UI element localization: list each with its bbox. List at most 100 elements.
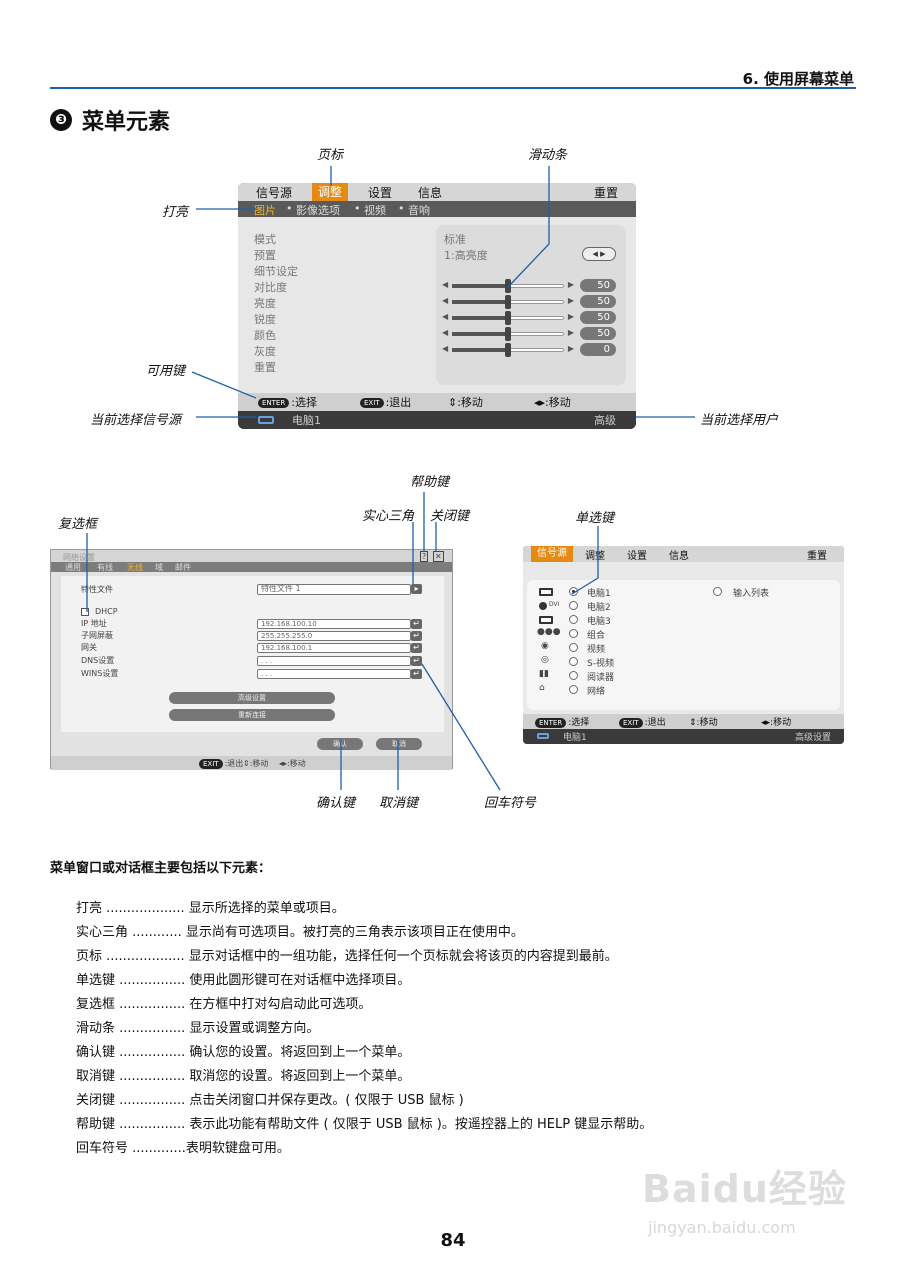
gateway-input[interactable]: 192.168.100.1 (257, 643, 411, 653)
slider-right-arrow-icon[interactable]: ▶ (567, 296, 574, 305)
radio-computer1[interactable] (569, 587, 578, 596)
return-icon[interactable]: ↵ (411, 643, 422, 653)
source-computer1[interactable]: 电脑1 (587, 589, 611, 599)
slider-0[interactable]: ◀▶ (442, 279, 574, 293)
slider-left-arrow-icon[interactable]: ◀ (442, 328, 449, 337)
solid-triangle-icon[interactable]: ▸ (411, 584, 422, 594)
ok-button[interactable]: 确认 (317, 738, 363, 750)
item-preset[interactable]: 预置 (254, 249, 276, 262)
subtab-general[interactable]: 通用 (65, 563, 81, 572)
profile-select[interactable]: 特性文件 1 (257, 584, 411, 595)
item-color[interactable]: 颜色 (254, 329, 276, 342)
slider-knob[interactable] (505, 311, 511, 325)
slider-knob[interactable] (505, 343, 511, 357)
slider-knob[interactable] (505, 327, 511, 341)
slider-left-arrow-icon[interactable]: ◀ (442, 312, 449, 321)
radio-component[interactable] (569, 629, 578, 638)
subtab-mail[interactable]: 邮件 (175, 563, 191, 572)
move-horizontal: ◂▸:移动 (761, 718, 792, 728)
tab-adjust[interactable]: 调整 (585, 551, 605, 562)
source-component[interactable]: 组合 (587, 631, 606, 641)
return-icon[interactable]: ↵ (411, 669, 422, 679)
slider-left-arrow-icon[interactable]: ◀ (442, 344, 449, 353)
item-gray[interactable]: 灰度 (254, 345, 276, 358)
source-video[interactable]: 视频 (587, 645, 606, 655)
radio-video[interactable] (569, 643, 578, 652)
close-icon[interactable]: ✕ (433, 551, 444, 562)
item-sharpness[interactable]: 锐度 (254, 313, 276, 326)
source-computer3[interactable]: 电脑3 (587, 617, 611, 627)
source-computer2[interactable]: 电脑2 (587, 603, 611, 613)
reconnect-button[interactable]: 重新连接 (169, 709, 335, 721)
slider-1[interactable]: ◀▶ (442, 295, 574, 309)
slider-right-arrow-icon[interactable]: ▶ (567, 280, 574, 289)
source-viewer[interactable]: 阅读器 (587, 673, 615, 683)
tab-setup[interactable]: 设置 (368, 186, 393, 200)
subtab-image-options[interactable]: 影像选项 (296, 204, 340, 217)
dhcp-checkbox[interactable] (81, 608, 89, 616)
item-detail[interactable]: 细节设定 (254, 265, 298, 278)
subnet-input[interactable]: 255.255.255.0 (257, 631, 411, 641)
slider-knob[interactable] (505, 295, 511, 309)
item-mode[interactable]: 模式 (254, 233, 276, 246)
subtab-picture[interactable]: 图片 (254, 204, 276, 217)
slider-right-arrow-icon[interactable]: ▶ (567, 312, 574, 321)
help-icon[interactable]: ? (420, 551, 429, 562)
slider-value: 0 (580, 343, 616, 356)
reset-tab[interactable]: 重置 (807, 551, 827, 562)
desc-row: 确认键 ................ 确认您的设置。将返回到上一个菜单。 (76, 1045, 411, 1060)
subtab-wired[interactable]: 有线 (97, 563, 113, 572)
desc-row: 回车符号 .............表明软键盘可用。 (76, 1141, 290, 1156)
slider-4[interactable]: ◀▶ (442, 343, 574, 357)
cancel-button[interactable]: 取消 (376, 738, 422, 750)
slider-fill (452, 348, 508, 352)
preset-lr-arrows[interactable]: ◀ ▶ (582, 247, 616, 261)
item-reset[interactable]: 重置 (254, 361, 276, 374)
reset-tab[interactable]: 重置 (594, 186, 619, 200)
item-brightness[interactable]: 亮度 (254, 297, 276, 310)
radio-viewer[interactable] (569, 671, 578, 680)
subtab-video[interactable]: 视频 (364, 204, 386, 217)
slider-value: 50 (580, 279, 616, 292)
section-title: 菜单元素 (82, 110, 171, 135)
slider-left-arrow-icon[interactable]: ◀ (442, 296, 449, 305)
tab-setup[interactable]: 设置 (627, 551, 647, 562)
tab-source[interactable]: 信号源 (256, 186, 293, 200)
radio-computer3[interactable] (569, 615, 578, 624)
slider-fill (452, 332, 508, 336)
radio-input-list[interactable] (713, 587, 722, 596)
return-icon[interactable]: ↵ (411, 619, 422, 629)
radio-computer2[interactable] (569, 601, 578, 610)
wins-input[interactable]: . . . (257, 669, 411, 679)
header-rule (50, 87, 856, 89)
item-contrast[interactable]: 对比度 (254, 281, 287, 294)
subtab-wireless[interactable]: 无线 (127, 563, 143, 572)
section-number: ❸ (50, 109, 72, 131)
subtab-domain[interactable]: 域 (155, 563, 163, 572)
ip-input[interactable]: 192.168.100.10 (257, 619, 411, 629)
slider-2[interactable]: ◀▶ (442, 311, 574, 325)
subtab-audio[interactable]: 音响 (408, 204, 430, 217)
tab-info[interactable]: 信息 (418, 186, 443, 200)
radio-network[interactable] (569, 685, 578, 694)
tab-adjust[interactable]: 调整 (312, 183, 349, 201)
tab-info[interactable]: 信息 (669, 551, 689, 562)
dns-input[interactable]: . . . (257, 656, 411, 666)
slider-right-arrow-icon[interactable]: ▶ (567, 328, 574, 337)
slider-left-arrow-icon[interactable]: ◀ (442, 280, 449, 289)
wins-label: WINS设置 (81, 669, 119, 678)
tab-source[interactable]: 信号源 (531, 546, 573, 562)
dialog-subtabs: 通用 有线 无线 域 邮件 (51, 562, 452, 572)
advanced-settings-button[interactable]: 高级设置 (169, 692, 335, 704)
return-icon[interactable]: ↵ (411, 631, 422, 641)
slider-right-arrow-icon[interactable]: ▶ (567, 344, 574, 353)
source-network[interactable]: 网络 (587, 687, 606, 697)
source-svideo[interactable]: S-视频 (587, 659, 614, 669)
radio-svideo[interactable] (569, 657, 578, 666)
slider-knob[interactable] (505, 279, 511, 293)
current-user: 高级设置 (795, 733, 832, 743)
input-list[interactable]: 输入列表 (733, 589, 770, 599)
source-body: 电脑1 DVI 电脑2 电脑3 ●●● 组合 ◉ 视频 ◎ S-视频 ▮▮ 阅读… (523, 562, 844, 714)
return-icon[interactable]: ↵ (411, 656, 422, 666)
slider-3[interactable]: ◀▶ (442, 327, 574, 341)
